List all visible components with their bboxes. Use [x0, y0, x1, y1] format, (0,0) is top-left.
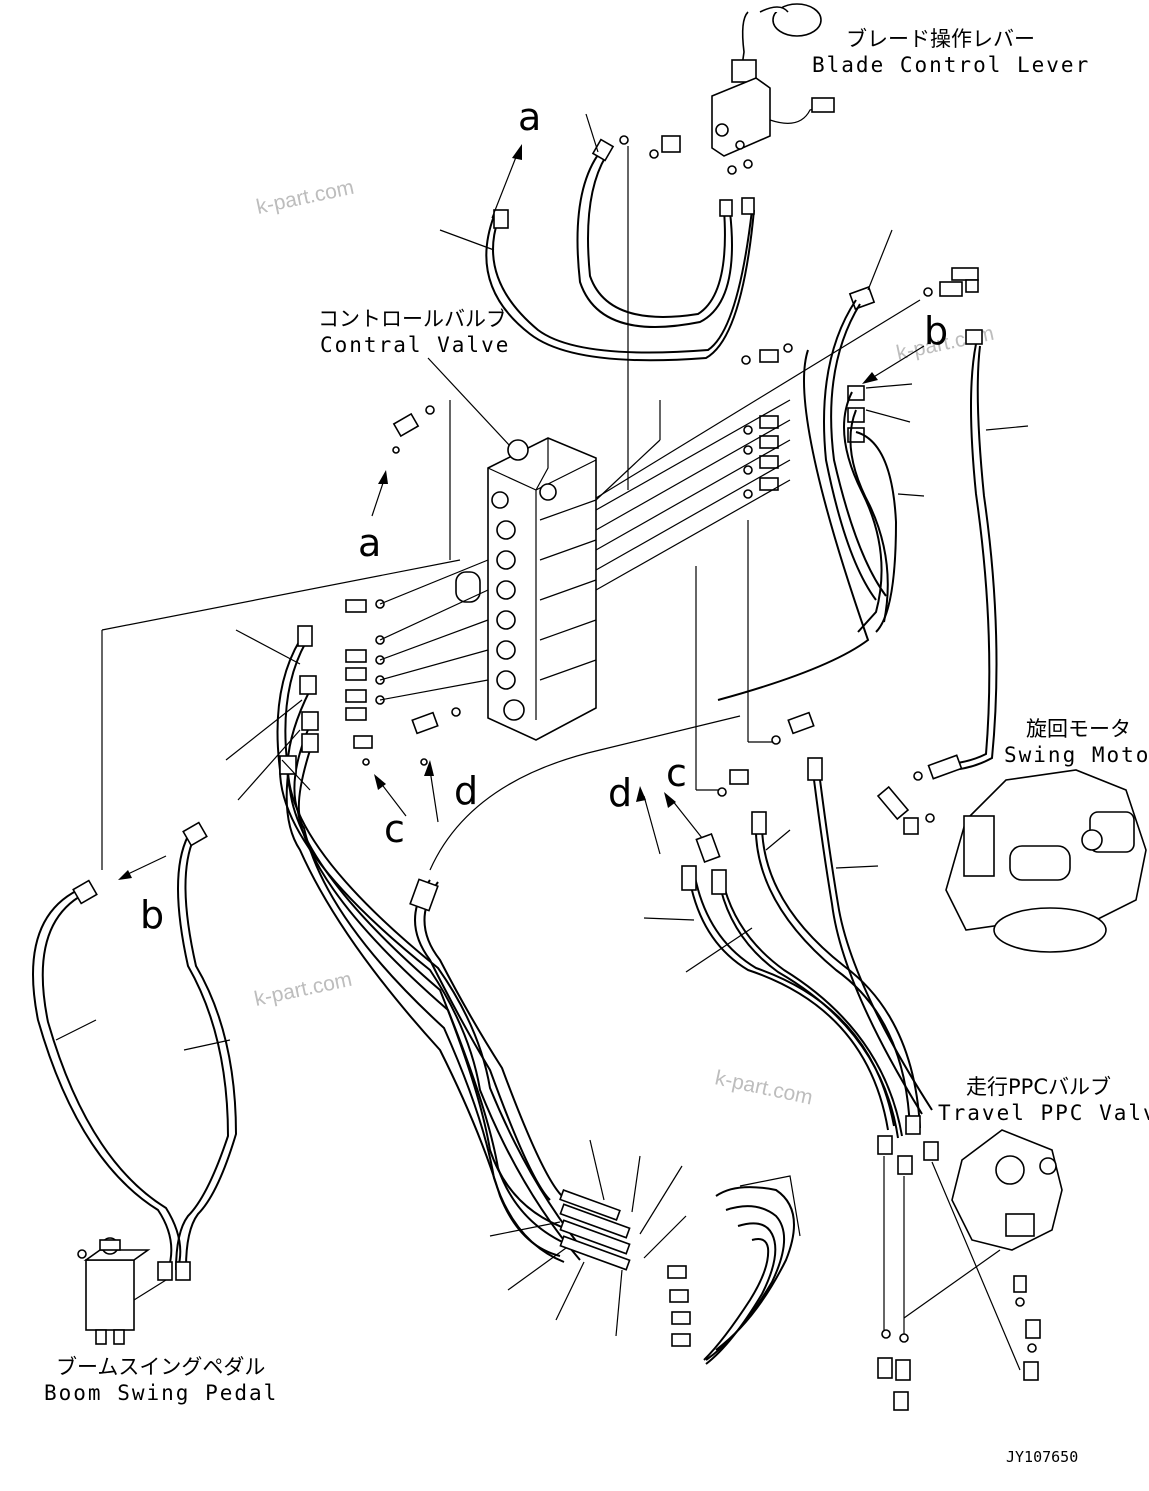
- leader: [765, 829, 791, 851]
- travel-ppc-fittings: [877, 1156, 1041, 1411]
- arrow-d-left: [429, 769, 439, 823]
- control-valve-fittings: [345, 405, 461, 766]
- arrow-a-top: [491, 151, 519, 219]
- arrow-b-left: [127, 855, 167, 875]
- leader: [643, 917, 695, 921]
- swing-motor-drawing: [876, 754, 1147, 953]
- leader: [835, 865, 879, 869]
- arrow-d-right: [643, 795, 661, 855]
- boom-pedal-label-jp: ブームスイングペダル: [56, 1355, 265, 1379]
- watermark-4: k-part.com: [713, 1066, 815, 1109]
- callout-d-left: d: [454, 769, 478, 813]
- swing-motor-label-en: Swing Motor: [1004, 743, 1149, 767]
- travel-ppc-label-jp: 走行PPCバルブ: [966, 1075, 1111, 1099]
- leader: [235, 629, 301, 665]
- blade-control-lever-drawing: [711, 3, 835, 175]
- boom-swing-pedal-drawing: [77, 1237, 191, 1345]
- connection-lines: [101, 146, 921, 870]
- callout-c-left: c: [384, 807, 405, 851]
- right-fittings: [741, 267, 983, 499]
- callout-b-left: b: [140, 893, 164, 937]
- travel-ppc-drawing: [951, 1129, 1063, 1251]
- drawing-code: JY107650: [1006, 1448, 1078, 1466]
- leader: [225, 699, 303, 761]
- leader: [183, 1039, 231, 1051]
- arrow-b-right: [871, 345, 925, 379]
- leader: [897, 493, 925, 497]
- control-valve-label-jp: コントロールバルブ: [318, 307, 507, 331]
- blade-lever-hoses: [485, 135, 755, 362]
- control-valve-label-en: Contral Valve: [320, 333, 510, 357]
- watermark-3: k-part.com: [252, 968, 354, 1011]
- leader: [237, 729, 301, 801]
- control-valve-drawing: [455, 437, 597, 741]
- blade-lever-label-en: Blade Control Lever: [812, 53, 1090, 77]
- leader: [867, 229, 893, 291]
- callout-c-right: c: [666, 751, 687, 795]
- arrow-c-left: [379, 781, 407, 817]
- callout-b-right: b: [924, 309, 948, 353]
- boom-pedal-label-en: Boom Swing Pedal: [44, 1381, 278, 1405]
- arrow-a-valve: [371, 479, 385, 517]
- callout-a-valve: a: [358, 521, 381, 565]
- right-hoses: [717, 299, 998, 771]
- detail-inset: [667, 1175, 801, 1365]
- leader: [865, 409, 911, 423]
- left-hoses: [32, 625, 589, 1271]
- leader-control-valve: [427, 357, 511, 447]
- blade-lever-label-jp: ブレード操作レバー: [846, 27, 1035, 51]
- leader: [281, 759, 311, 791]
- watermark-1: k-part.com: [254, 176, 356, 219]
- travel-ppc-label-en: Travel PPC Valve: [938, 1101, 1149, 1125]
- leader: [439, 229, 495, 251]
- leader-curve: [429, 715, 741, 871]
- leader: [55, 1019, 97, 1041]
- leader: [985, 425, 1029, 431]
- leader: [685, 927, 753, 973]
- travel-hoses: [681, 711, 939, 1175]
- callout-d-right: d: [608, 771, 632, 815]
- callout-a-top: a: [518, 95, 541, 139]
- bottom-connectors: [489, 1139, 687, 1337]
- leader: [585, 113, 599, 153]
- leader: [865, 383, 913, 389]
- swing-motor-label-jp: 旋回モータ: [1026, 717, 1131, 741]
